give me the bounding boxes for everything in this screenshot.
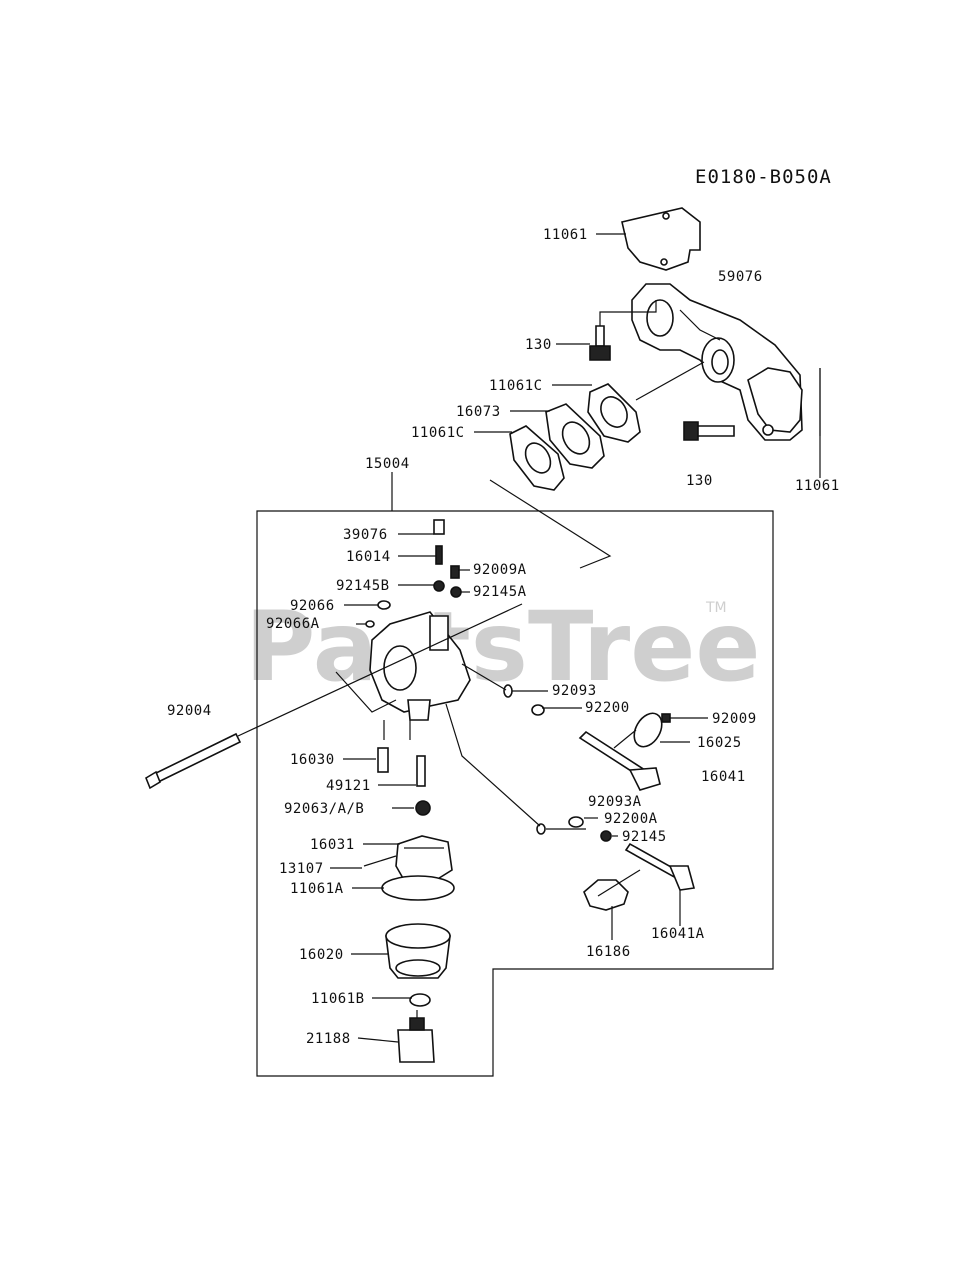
part-39076[interactable] [433,519,445,535]
callout-21188[interactable]: 21188 [306,1031,351,1047]
part-92066[interactable] [377,600,391,610]
diagram-code: E0180-B050A [695,166,832,188]
leader-lines [237,233,821,1043]
callout-16030[interactable]: 16030 [290,752,335,768]
float-bowl-16020[interactable] [385,923,451,979]
callout-16041A[interactable]: 16041A [651,926,705,942]
part-92009[interactable] [661,713,671,723]
callout-92063AB[interactable]: 92063/A/B [284,801,364,817]
part-92200A[interactable] [568,816,584,828]
part-92145A[interactable] [450,586,462,598]
callout-92066A[interactable]: 92066A [266,616,320,632]
callout-92145A[interactable]: 92145A [473,584,527,600]
callout-16014[interactable]: 16014 [346,549,391,565]
gasket-11061C-lower[interactable] [509,425,565,491]
gasket-11061-top[interactable] [621,207,701,271]
part-92145[interactable] [600,830,612,842]
callout-16041[interactable]: 16041 [701,769,746,785]
callout-39076[interactable]: 39076 [343,527,388,543]
callout-92093A[interactable]: 92093A [588,794,642,810]
callout-labels: 11061 59076 130 11061C 16073 11061C 130 … [167,227,840,1047]
assembly-boundary [256,510,774,1077]
watermark-text: PartsTree [245,591,760,703]
shaft-16041[interactable] [578,730,661,791]
callout-92066[interactable]: 92066 [290,598,335,614]
callout-11061B[interactable]: 11061B [311,991,365,1007]
callout-92145B[interactable]: 92145B [336,578,390,594]
callout-92004[interactable]: 92004 [167,703,212,719]
callout-13107[interactable]: 13107 [279,861,324,877]
callout-16031[interactable]: 16031 [310,837,355,853]
carburetor-body[interactable] [369,611,471,721]
callout-92009[interactable]: 92009 [712,711,757,727]
callout-92093[interactable]: 92093 [552,683,597,699]
float-16031[interactable] [395,835,453,881]
bolt-130-long[interactable] [683,421,735,441]
gasket-11061B[interactable] [409,993,431,1007]
callout-92009A[interactable]: 92009A [473,562,527,578]
callout-11061-right[interactable]: 11061 [795,478,840,494]
callout-49121[interactable]: 49121 [326,778,371,794]
callout-130-top[interactable]: 130 [525,337,552,353]
callout-59076[interactable]: 59076 [718,269,763,285]
solenoid-21188[interactable] [397,1010,435,1063]
callout-11061C-lower[interactable]: 11061C [411,425,465,441]
callout-11061-top[interactable]: 11061 [543,227,588,243]
part-92063AB[interactable] [415,800,431,816]
screw-92004[interactable] [145,732,242,790]
callout-92200[interactable]: 92200 [585,700,630,716]
part-16014[interactable] [435,545,443,565]
watermark-trademark: TM [705,600,727,616]
plate-16186[interactable] [583,879,629,911]
callout-16025[interactable]: 16025 [697,735,742,751]
part-92145B[interactable] [433,580,445,592]
callout-15004[interactable]: 15004 [365,456,410,472]
part-92200[interactable] [531,704,545,716]
bolt-130-top[interactable] [589,325,611,361]
part-92093[interactable] [503,684,513,698]
callout-16020[interactable]: 16020 [299,947,344,963]
plate-16025[interactable] [629,708,668,751]
gasket-11061A[interactable] [381,875,455,901]
callout-130-bolt[interactable]: 130 [686,473,713,489]
callout-16073[interactable]: 16073 [456,404,501,420]
gasket-11061C-upper[interactable] [587,383,641,443]
part-49121[interactable] [416,755,426,787]
callout-16186[interactable]: 16186 [586,944,631,960]
part-92093A[interactable] [536,823,546,835]
callout-92145[interactable]: 92145 [622,829,667,845]
callout-11061A[interactable]: 11061A [290,881,344,897]
shaft-16041A[interactable] [624,842,696,891]
pin-13107[interactable] [363,855,397,867]
intake-manifold-59076[interactable] [631,283,803,441]
part-92066A[interactable] [365,620,375,628]
part-16030[interactable] [377,747,389,773]
spacer-16073[interactable] [545,403,605,469]
callout-92200A[interactable]: 92200A [604,811,658,827]
callout-11061C-upper[interactable]: 11061C [489,378,543,394]
part-92009A[interactable] [450,565,460,579]
